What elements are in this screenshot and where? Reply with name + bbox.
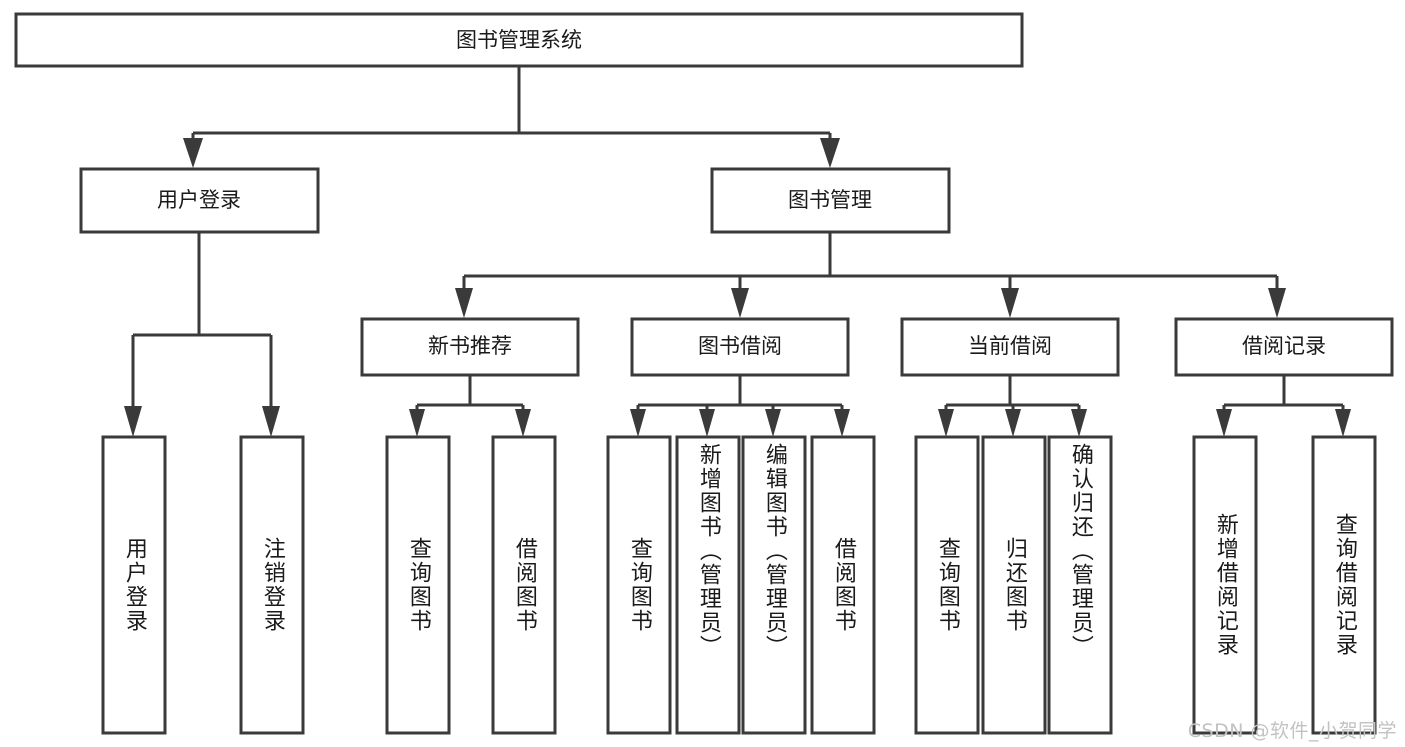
arrow-record-l2 [1335,409,1351,437]
node-book-management-label: 图书管理 [788,188,872,212]
node-book-borrow-label: 图书借阅 [698,334,782,358]
arrow-newbook-l1 [409,409,425,437]
node-root-box[interactable] [14,12,1024,68]
connector-group-records [1216,375,1351,437]
arrow-current-l2 [1005,409,1021,437]
leaf-box-2[interactable] [385,435,451,735]
arrow-book-to-c1 [455,288,473,318]
node-root-label: 图书管理系统 [456,28,582,52]
arrow-borrow-l1 [630,409,646,437]
node-current-borrow-box[interactable] [900,317,1120,377]
node-borrow-record-label: 借阅记录 [1242,334,1326,358]
node-current-borrow[interactable]: 当前借阅 [900,317,1120,377]
node-borrow-record-box[interactable] [1174,317,1394,377]
connector-group-new-books [409,375,531,437]
csdn-watermark: CSDN @软件_小贺同学 [1187,720,1397,742]
leaf-box-7[interactable] [810,435,876,735]
arrow-book-to-c4 [1268,288,1286,318]
connector-group-borrow [630,375,850,437]
arrow-current-l3 [1071,409,1087,437]
connector-group-book-mgmt [455,233,1286,318]
arrow-borrow-l4 [834,409,850,437]
node-new-book-recommend-label: 新书推荐 [428,334,512,358]
connector-group-current-borrow [938,375,1087,437]
node-user-login-box[interactable] [79,167,320,234]
arrow-book-to-c2 [731,288,749,318]
arrow-newbook-l2 [515,409,531,437]
node-book-management-box[interactable] [710,167,951,234]
leaf-box-0[interactable] [101,435,167,735]
connector-group-root [183,67,840,168]
arrow-current-l1 [938,409,954,437]
arrow-root-to-user [183,138,203,168]
connector-group-user-login [124,233,280,437]
leaf-box-5[interactable] [675,435,741,735]
leaf-box-1[interactable] [239,435,305,735]
arrow-root-to-book [820,138,840,168]
leaf-box-9[interactable] [981,435,1047,735]
node-book-borrow[interactable]: 图书借阅 [630,317,850,377]
node-current-borrow-label: 当前借阅 [968,334,1052,358]
node-new-book-recommend[interactable]: 新书推荐 [360,317,580,377]
arrow-user-to-leaf2 [262,406,280,437]
leaf-box-4[interactable] [606,435,672,735]
node-root[interactable]: 图书管理系统 [14,12,1024,68]
leaf-box-3[interactable] [491,435,557,735]
node-user-login-label: 用户登录 [157,188,241,212]
leaf-box-8[interactable] [914,435,980,735]
arrow-record-l1 [1216,409,1232,437]
node-user-login[interactable]: 用户登录 [79,167,320,234]
leaf-box-12[interactable] [1311,435,1377,735]
arrow-borrow-l3 [765,409,781,437]
node-new-book-recommend-box[interactable] [360,317,580,377]
node-book-borrow-box[interactable] [630,317,850,377]
arrow-borrow-l2 [699,409,715,437]
arrow-user-to-leaf1 [124,406,142,437]
node-book-management[interactable]: 图书管理 [710,167,951,234]
leaf-box-11[interactable] [1192,435,1258,735]
leaf-box-6[interactable] [741,435,807,735]
node-borrow-record[interactable]: 借阅记录 [1174,317,1394,377]
leaf-box-10[interactable] [1047,435,1113,735]
arrow-book-to-c3 [1001,288,1019,318]
